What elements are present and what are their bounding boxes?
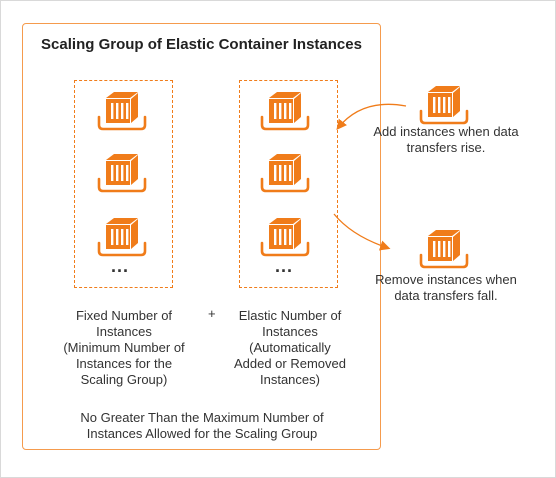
fixed-instances-box [74, 80, 173, 288]
scaling-group-title: Scaling Group of Elastic Container Insta… [41, 36, 362, 53]
remove-instances-label: Remove instances when data transfers fal… [375, 272, 517, 303]
add-instances-label: Add instances when data transfers rise. [373, 124, 519, 155]
elastic-instances-box [239, 80, 338, 288]
max-instances-note: No Greater Than the Maximum Number of In… [80, 410, 324, 441]
elastic-ellipsis: ... [275, 256, 294, 276]
fixed-instances-label: Fixed Number of Instances (Minimum Numbe… [63, 308, 185, 387]
elastic-instances-label: Elastic Number of Instances (Automatical… [233, 308, 346, 387]
add-arrow [336, 103, 407, 131]
scaling-group-box [22, 23, 381, 450]
remove-arrow [333, 213, 391, 251]
plus-sign: + [208, 306, 216, 321]
fixed-ellipsis: ... [111, 256, 130, 276]
